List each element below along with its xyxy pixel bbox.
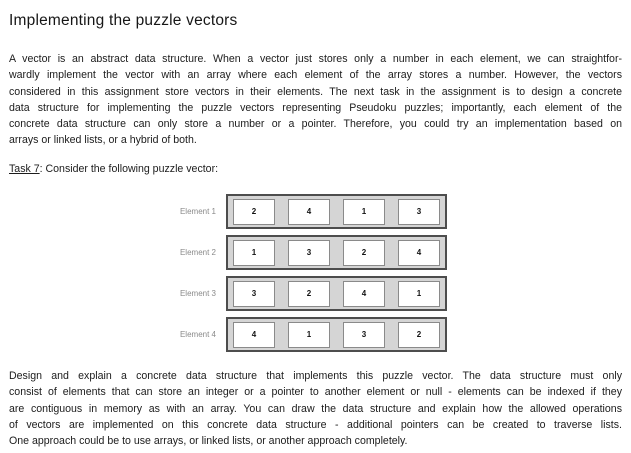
vector-cell: 3 <box>288 239 330 266</box>
paragraph-line: are contiguous in memory as with an arra… <box>9 402 622 415</box>
vector-cell: 1 <box>288 321 330 348</box>
vector-cell: 4 <box>343 280 385 307</box>
closing-paragraph: Design and explain a concrete data struc… <box>9 368 622 449</box>
paragraph-line: considered in this assignment store vect… <box>9 85 622 98</box>
vector-cell: 3 <box>233 280 275 307</box>
page-title: Implementing the puzzle vectors <box>9 12 238 29</box>
puzzle-vector-figure: Element 1 2 4 1 3 Element 2 1 3 2 4 Elem… <box>9 194 622 353</box>
paragraph-line: of vectors are implemented on this concr… <box>9 418 622 431</box>
element-label: Element 3 <box>179 289 216 299</box>
vector-cell: 4 <box>233 321 275 348</box>
vector-cell: 4 <box>288 198 330 225</box>
vector-element-row-4: Element 4 4 1 3 2 <box>9 317 622 353</box>
paragraph-line: consist of elements that can store an in… <box>9 386 622 399</box>
paragraph-line: Design and explain a concrete data struc… <box>9 370 622 383</box>
element-box: 1 3 2 4 <box>226 235 447 271</box>
vector-cell: 2 <box>233 198 275 225</box>
vector-cell: 1 <box>343 198 385 225</box>
intro-paragraph: A vector is an abstract data structure. … <box>9 51 622 149</box>
vector-cell: 3 <box>398 198 440 225</box>
element-box: 2 4 1 3 <box>226 194 447 230</box>
vector-cell: 1 <box>398 280 440 307</box>
element-label: Element 2 <box>179 248 216 258</box>
vector-cell: 4 <box>398 239 440 266</box>
element-label: Element 1 <box>179 207 216 217</box>
vector-cell: 2 <box>343 239 385 266</box>
task-text: : Consider the following puzzle vector: <box>39 162 219 175</box>
paragraph-line: wardly implement the vector with an arra… <box>9 69 622 82</box>
paragraph-line: concrete data structure can only store a… <box>9 118 622 131</box>
vector-element-row-2: Element 2 1 3 2 4 <box>9 235 622 271</box>
vector-cell: 1 <box>233 239 275 266</box>
paragraph-line: data structure for implementing the puzz… <box>9 101 622 114</box>
vector-cell: 2 <box>288 280 330 307</box>
element-box: 3 2 4 1 <box>226 276 447 312</box>
vector-element-row-3: Element 3 3 2 4 1 <box>9 276 622 312</box>
paragraph-line: One approach could be to use arrays, or … <box>9 435 408 448</box>
task-label: Task 7 <box>9 162 40 175</box>
vector-cell: 3 <box>343 321 385 348</box>
element-label: Element 4 <box>179 330 216 340</box>
vector-cell: 2 <box>398 321 440 348</box>
element-box: 4 1 3 2 <box>226 317 447 353</box>
paragraph-line: arrays or linked lists, or a hybrid of b… <box>9 134 197 147</box>
vector-element-row-1: Element 1 2 4 1 3 <box>9 194 622 230</box>
paragraph-line: A vector is an abstract data structure. … <box>9 53 622 65</box>
task-line: Task 7: Consider the following puzzle ve… <box>9 161 622 177</box>
